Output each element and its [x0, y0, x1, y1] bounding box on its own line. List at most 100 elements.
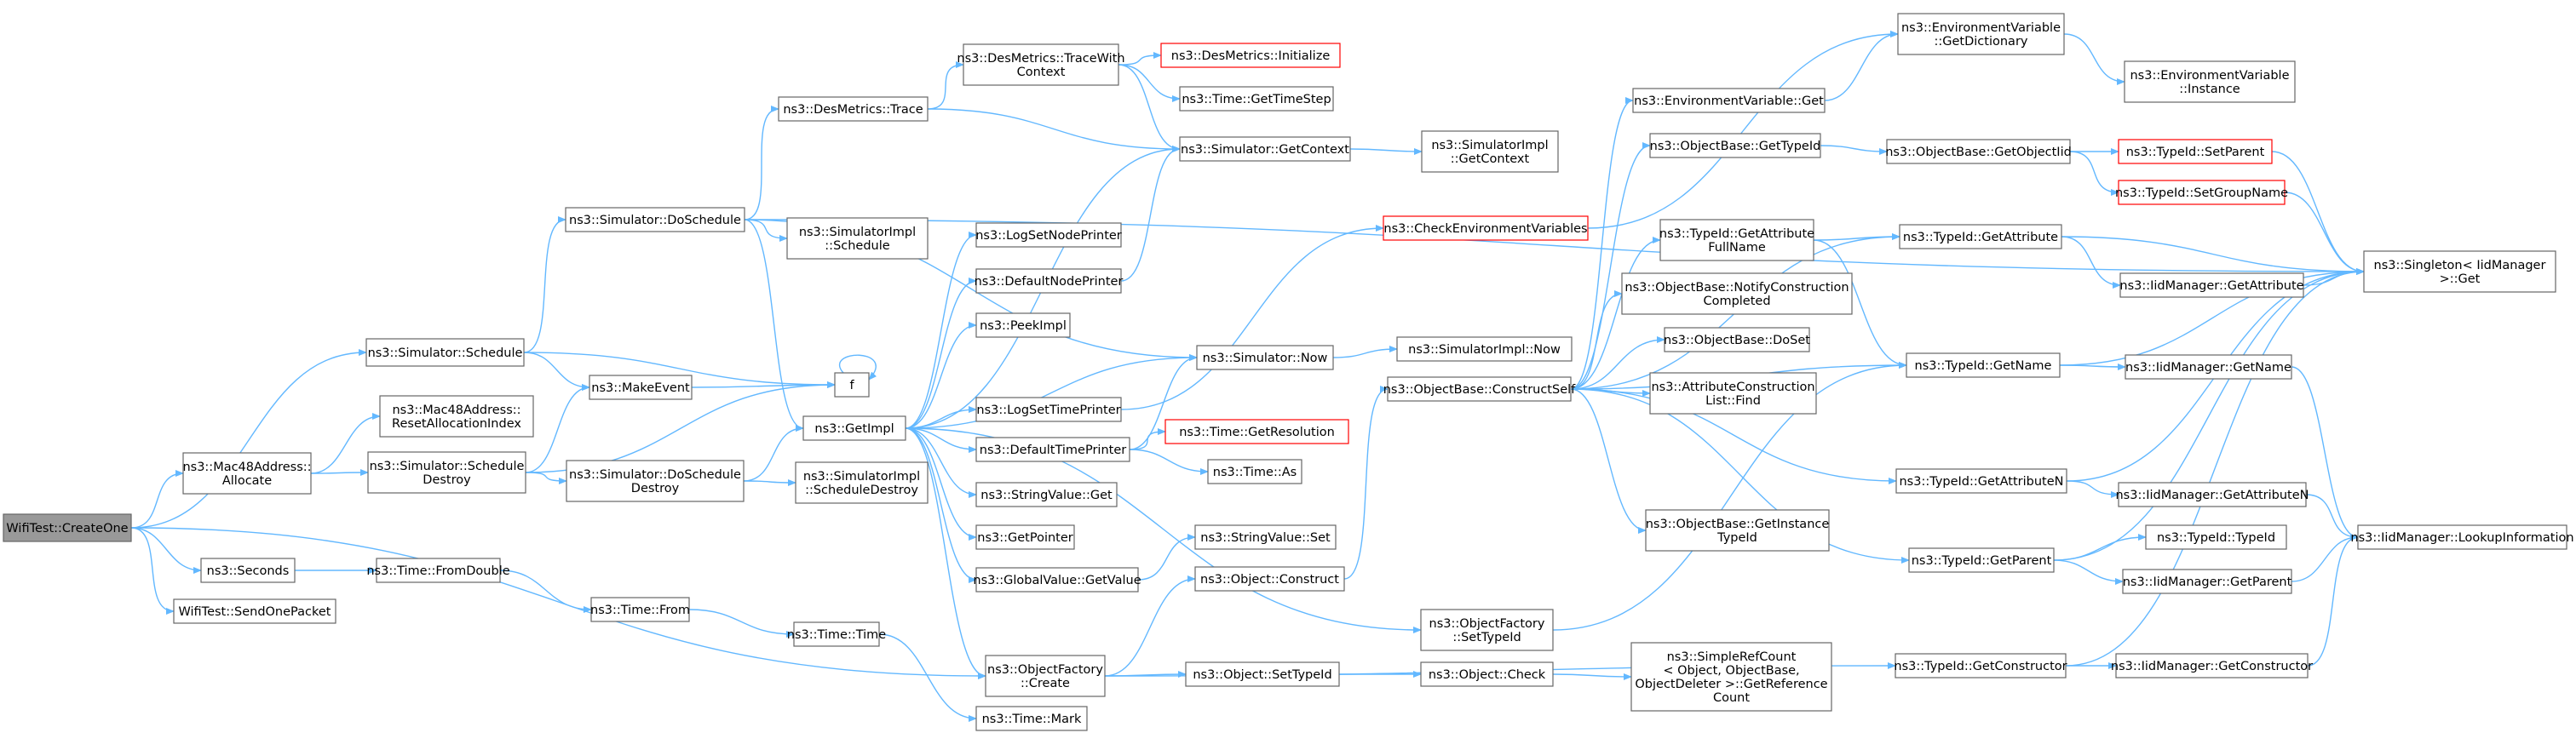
node-label: ns3::StringValue::Get — [980, 489, 1113, 502]
node-box — [1196, 345, 1334, 370]
node-ns3-logsettimeprinter[interactable]: ns3::LogSetTimePrinter — [975, 397, 1122, 422]
node-label: >::Get — [2440, 272, 2481, 286]
node-ns3-iidmanager-getattribute[interactable]: ns3::IidManager::GetAttribute — [2119, 272, 2304, 298]
node-label: ns3::IidManager::GetName — [2125, 361, 2291, 375]
node-ns3-simplerefcount-object-objectbase-objectdeleter-getreference-count[interactable]: ns3::SimpleRefCount< Object, ObjectBase,… — [1630, 642, 1832, 712]
node-ns3-environmentvariable-instance[interactable]: ns3::EnvironmentVariable::Instance — [2124, 60, 2296, 103]
node-ns3-objectfactory-create[interactable]: ns3::ObjectFactory::Create — [985, 655, 1106, 697]
node-ns3-iidmanager-getconstructor[interactable]: ns3::IidManager::GetConstructor — [2111, 653, 2313, 678]
node-ns3-makeevent[interactable]: ns3::MakeEvent — [589, 375, 693, 400]
node-ns3-desmetrics-trace[interactable]: ns3::DesMetrics::Trace — [778, 96, 929, 122]
node-ns3-seconds[interactable]: ns3::Seconds — [200, 558, 296, 583]
node-ns3-simulator-doschedule[interactable]: ns3::Simulator::DoSchedule — [565, 207, 745, 232]
node-ns3-checkenvironmentvariables[interactable]: ns3::CheckEnvironmentVariables — [1383, 215, 1589, 241]
node-ns3-object-construct[interactable]: ns3::Object::Construct — [1194, 566, 1345, 592]
node-ns3-objectbase-constructself[interactable]: ns3::ObjectBase::ConstructSelf — [1383, 376, 1576, 402]
node-ns3-simulator-now[interactable]: ns3::Simulator::Now — [1196, 345, 1334, 370]
node-ns3-typeid-getname[interactable]: ns3::TypeId::GetName — [1906, 352, 2061, 378]
node-ns3-simulator-getcontext[interactable]: ns3::Simulator::GetContext — [1179, 136, 1351, 162]
node-label: f — [849, 379, 854, 392]
node-ns3-logsetnodeprinter[interactable]: ns3::LogSetNodePrinter — [975, 222, 1122, 248]
node-ns3-mac48address-allocate[interactable]: ns3::Mac48Address::Allocate — [182, 452, 312, 495]
node-ns3-typeid-getconstructor[interactable]: ns3::TypeId::GetConstructor — [1894, 653, 2067, 678]
node-ns3-simulatorimpl-getcontext[interactable]: ns3::SimulatorImpl::GetContext — [1421, 130, 1559, 173]
node-ns3-typeid-setgroupname[interactable]: ns3::TypeId::SetGroupName — [2115, 180, 2288, 205]
node-ns3-defaultnodeprinter[interactable]: ns3::DefaultNodePrinter — [975, 268, 1124, 294]
edge-n55-to-n68 — [2059, 268, 2365, 366]
node-label: ns3::Simulator::Schedule — [370, 460, 525, 473]
node-ns3-stringvalue-get[interactable]: ns3::StringValue::Get — [975, 482, 1118, 507]
node-ns3-typeid-setparent[interactable]: ns3::TypeId::SetParent — [2118, 139, 2273, 164]
node-ns3-simulatorimpl-schedule[interactable]: ns3::SimulatorImpl::Schedule — [786, 217, 929, 260]
node-box — [365, 338, 525, 367]
edge-n23-to-n32 — [1129, 354, 1198, 450]
node-ns3-simulator-schedule[interactable]: ns3::Simulator::Schedule — [365, 338, 525, 367]
node-box — [3, 513, 132, 542]
node-ns3-iidmanager-getparent[interactable]: ns3::IidManager::GetParent — [2122, 569, 2292, 594]
node-f[interactable]: f — [834, 372, 870, 398]
node-label: ns3::Time::As — [1213, 466, 1297, 479]
node-ns3-typeid-getparent[interactable]: ns3::TypeId::GetParent — [1908, 547, 2055, 573]
edge-n16-to-n26 — [905, 427, 977, 583]
node-ns3-time-from[interactable]: ns3::Time::From — [590, 597, 690, 622]
node-ns3-typeid-getattributen[interactable]: ns3::TypeId::GetAttributeN — [1895, 468, 2067, 494]
node-ns3-objectbase-getobjectiid[interactable]: ns3::ObjectBase::GetObjectIid — [1885, 139, 2072, 164]
node-ns3-simulatorimpl-scheduledestroy[interactable]: ns3::SimulatorImpl::ScheduleDestroy — [795, 461, 929, 504]
node-ns3-desmetrics-initialize[interactable]: ns3::DesMetrics::Initialize — [1160, 43, 1341, 68]
node-ns3-getpointer[interactable]: ns3::GetPointer — [975, 524, 1075, 550]
node-box — [1645, 509, 1830, 552]
edge-n41-to-n46 — [1570, 237, 1661, 390]
node-label: ns3::TypeId::SetGroupName — [2115, 186, 2288, 200]
node-ns3-iidmanager-lookupinformation[interactable]: ns3::IidManager::LookupInformation — [2350, 524, 2574, 550]
node-box — [379, 395, 534, 438]
node-ns3-object-check[interactable]: ns3::Object::Check — [1420, 661, 1554, 687]
node-ns3-time-gettimestep[interactable]: ns3::Time::GetTimeStep — [1179, 86, 1334, 112]
node-ns3-objectbase-doset[interactable]: ns3::ObjectBase::DoSet — [1664, 327, 1810, 352]
node-ns3-globalvalue-getvalue[interactable]: ns3::GlobalValue::GetValue — [973, 567, 1141, 593]
node-box — [2118, 180, 2286, 205]
node-label: ns3::Simulator::GetContext — [1181, 143, 1349, 157]
node-wifitest-sendonepacket[interactable]: WifiTest::SendOnePacket — [173, 598, 336, 624]
node-label: ns3::IidManager::GetAttributeN — [2115, 489, 2309, 502]
node-ns3-defaulttimeprinter[interactable]: ns3::DefaultTimePrinter — [975, 437, 1130, 462]
node-ns3-environmentvariable-get[interactable]: ns3::EnvironmentVariable::Get — [1632, 88, 1826, 113]
edge-n57-to-n65 — [2053, 534, 2147, 561]
node-ns3-simulator-schedule-destroy[interactable]: ns3::Simulator::ScheduleDestroy — [367, 451, 526, 494]
node-label: ns3::CheckEnvironmentVariables — [1383, 222, 1587, 236]
edge-n11-to-n12 — [688, 609, 795, 638]
node-label: ns3::SimpleRefCount — [1667, 650, 1797, 664]
edge-n57-to-n68 — [2053, 268, 2365, 561]
node-label: ns3::Time::GetTimeStep — [1182, 93, 1331, 106]
node-box — [1895, 468, 2067, 494]
node-ns3-peekimpl[interactable]: ns3::PeekImpl — [975, 312, 1071, 338]
node-ns3-objectbase-gettypeid[interactable]: ns3::ObjectBase::GetTypeId — [1649, 133, 1821, 158]
node-box — [793, 621, 880, 647]
node-ns3-time-as[interactable]: ns3::Time::As — [1207, 459, 1302, 484]
node-label: Allocate — [222, 474, 272, 488]
node-ns3-environmentvariable-getdictionary[interactable]: ns3::EnvironmentVariable::GetDictionary — [1897, 13, 2065, 55]
node-box — [1632, 88, 1826, 113]
node-ns3-time-fromdouble[interactable]: ns3::Time::FromDouble — [366, 558, 510, 583]
node-wifitest-createone[interactable]: WifiTest::CreateOne — [3, 513, 132, 542]
node-ns3-iidmanager-getattributen[interactable]: ns3::IidManager::GetAttributeN — [2115, 482, 2309, 507]
node-ns3-objectfactory-settypeid[interactable]: ns3::ObjectFactory::SetTypeId — [1420, 609, 1554, 651]
node-ns3-iidmanager-getname[interactable]: ns3::IidManager::GetName — [2125, 354, 2292, 380]
node-label: List::Find — [1705, 394, 1761, 408]
node-ns3-time-mark[interactable]: ns3::Time::Mark — [975, 706, 1088, 731]
node-ns3-stringvalue-set[interactable]: ns3::StringValue::Set — [1194, 524, 1337, 550]
node-ns3-time-getresolution[interactable]: ns3::Time::GetResolution — [1164, 419, 1349, 444]
node-ns3-mac48address-resetallocationindex[interactable]: ns3::Mac48Address::ResetAllocationIndex — [379, 395, 534, 438]
node-ns3-object-settypeid[interactable]: ns3::Object::SetTypeId — [1185, 661, 1340, 687]
node-ns3-singleton-iidmanager-get[interactable]: ns3::Singleton< IidManager>::Get — [2363, 250, 2556, 293]
node-ns3-time-time[interactable]: ns3::Time::Time — [787, 621, 887, 647]
node-ns3-objectbase-notifyconstruction-completed[interactable]: ns3::ObjectBase::NotifyConstructionCompl… — [1621, 272, 1853, 315]
node-ns3-typeid-typeid[interactable]: ns3::TypeId::TypeId — [2145, 524, 2287, 550]
node-ns3-getimpl[interactable]: ns3::GetImpl — [802, 415, 906, 441]
node-ns3-typeid-getattribute[interactable]: ns3::TypeId::GetAttribute — [1899, 224, 2062, 249]
node-ns3-simulatorimpl-now[interactable]: ns3::SimulatorImpl::Now — [1396, 336, 1573, 362]
